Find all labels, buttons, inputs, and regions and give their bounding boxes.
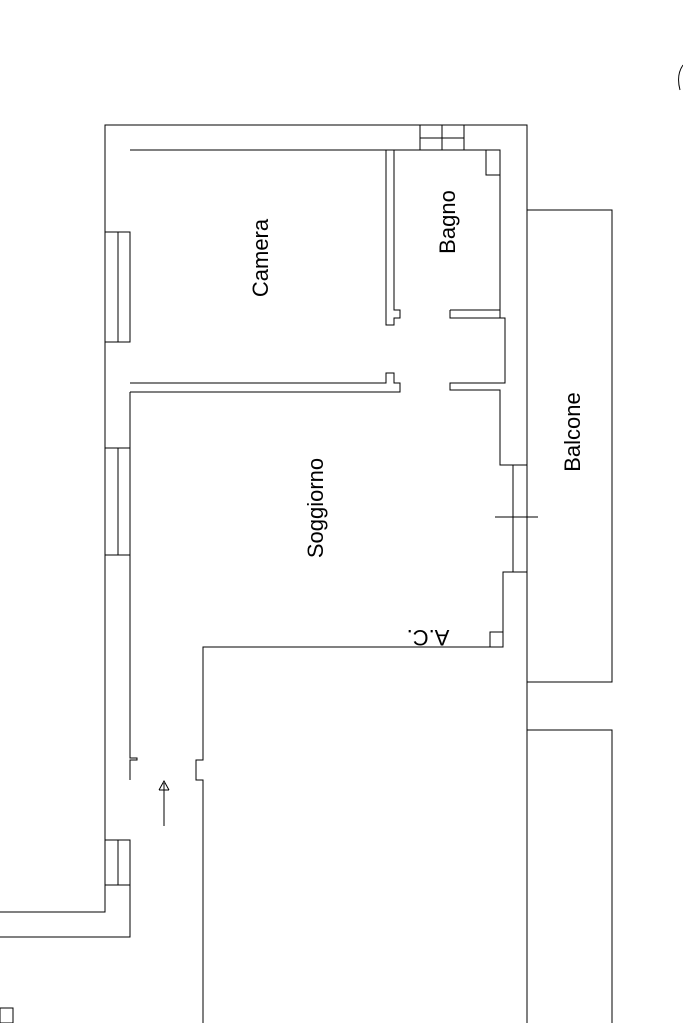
inner-wall-left-upper — [129, 392, 138, 780]
camera-walls — [130, 150, 401, 393]
soggiorno-right-wall — [195, 571, 527, 1023]
balcony-door — [195, 465, 538, 1023]
corridor-walls — [449, 309, 527, 466]
ac-fixture — [489, 631, 504, 648]
balconies — [527, 209, 613, 1023]
bagno-fixture — [485, 149, 501, 176]
inner-wall-left — [0, 845, 131, 938]
lower-balcony-outline — [527, 729, 613, 1023]
bagno-bottom-wall — [449, 309, 501, 319]
inner-wall-top-right — [464, 149, 501, 310]
outer-walls — [0, 124, 528, 1023]
left-windows — [104, 231, 131, 886]
camera-right-wall — [385, 150, 401, 326]
room-label-bagno: Bagno — [435, 190, 460, 254]
room-label-soggiorno: Soggiorno — [303, 458, 328, 558]
balcone-outline — [527, 209, 613, 683]
room-label-balcone: Balcone — [560, 392, 585, 472]
arrow-up-icon — [158, 779, 170, 826]
corridor-right-wall — [449, 317, 527, 466]
curved-mark-icon — [678, 64, 683, 91]
outer-wall-left — [0, 124, 528, 1023]
room-label-camera: Camera — [248, 218, 273, 297]
room-label-ac: A.C. — [407, 625, 450, 650]
bottom-left-mark — [0, 1007, 14, 1023]
camera-bottom-wall — [130, 372, 401, 393]
